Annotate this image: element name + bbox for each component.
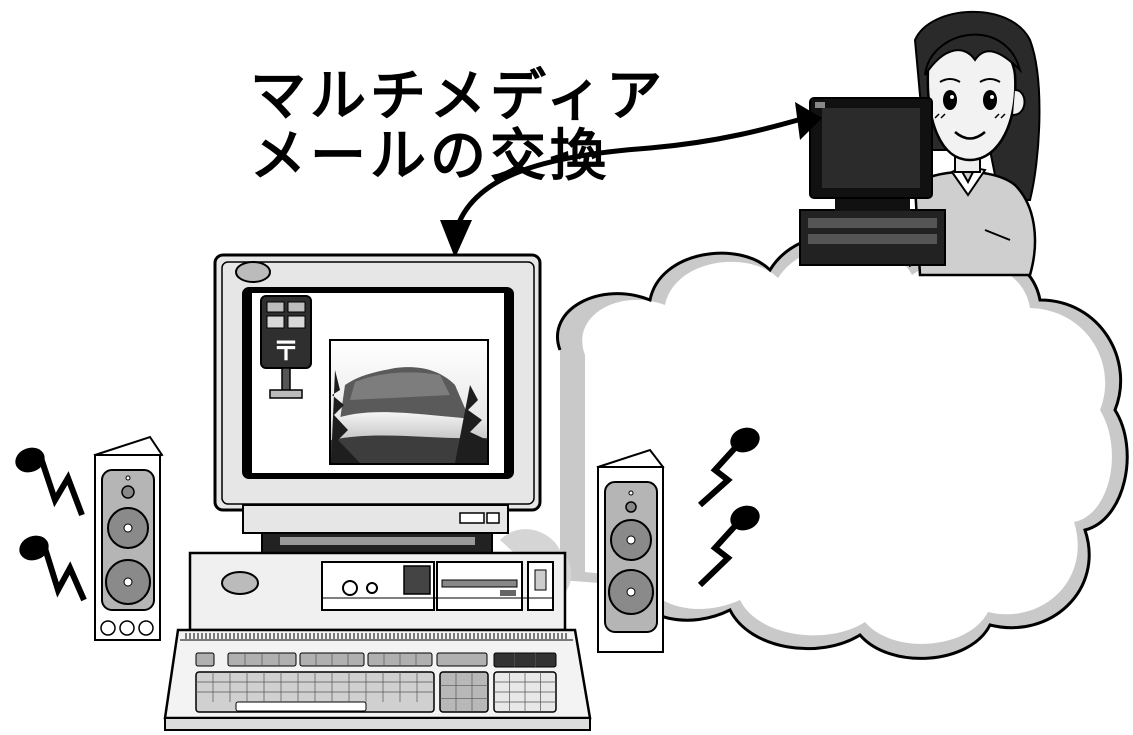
keyboard [163,628,592,731]
caption-line-1: マルチメディア [250,64,667,129]
receiver-person [913,10,1041,277]
caption-line-2: メールの交換 [250,124,610,189]
double-headed-curved-arrow [440,102,822,258]
right-speaker [596,448,665,653]
mountain-photo [329,339,489,465]
vent-strip [185,633,567,639]
receiver-computer [799,97,946,266]
sound-notes-left [15,447,87,602]
left-speaker [93,435,164,641]
postal-mark-icon: 〒 [273,337,299,367]
network-cloud [500,232,1129,660]
sender-system-unit [188,551,567,632]
keyboard-keys [196,653,556,712]
sound-notes-right [697,427,760,588]
postbox-icon: 〒 [260,295,312,399]
